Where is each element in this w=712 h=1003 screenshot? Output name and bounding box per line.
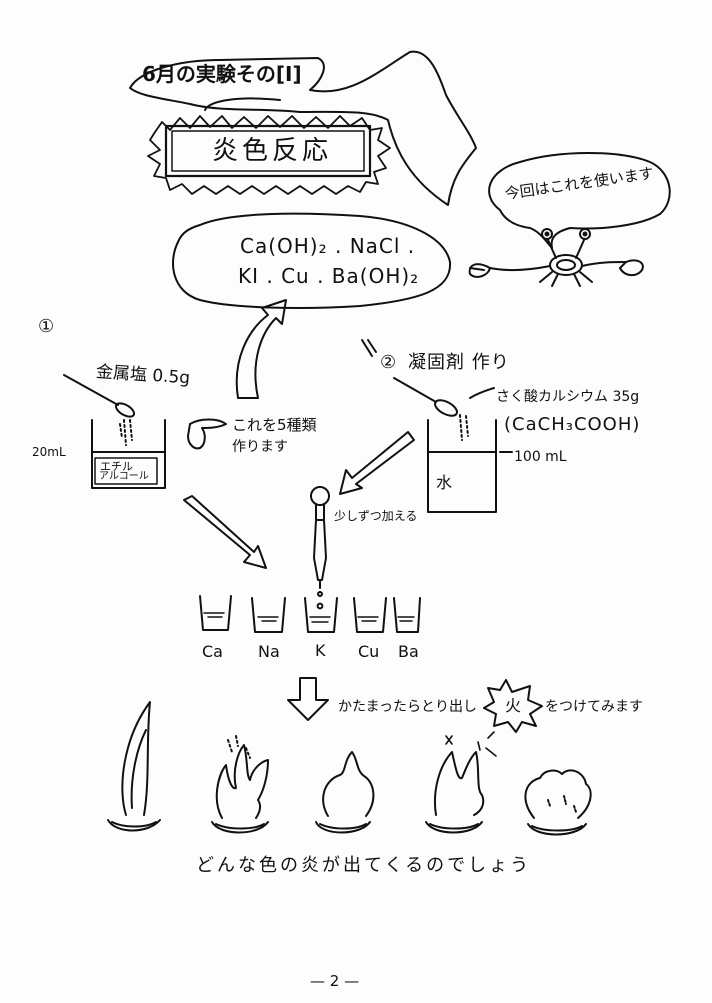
beaker-label-line-1: エチル (100, 460, 133, 473)
cup-label-cu: Cu (358, 642, 380, 661)
arrow-up-to-cloud (235, 299, 287, 399)
cup-label-ca: Ca (202, 642, 223, 661)
conclusion-text: どんな色の炎が出てくるのでしょう (196, 855, 532, 876)
step2-number: ② (380, 352, 397, 373)
cup-label-k: K (315, 641, 326, 660)
step2-title: 凝固剤 作り (408, 352, 510, 373)
step1-number: ① (38, 316, 55, 337)
dropper (310, 486, 330, 610)
crab-drawing (468, 228, 644, 287)
cup-label-ba: Ba (398, 642, 419, 661)
title-text: 炎色反応 (212, 136, 333, 166)
step2-reagent: さく酸カルシウム 35g (496, 389, 640, 405)
chemicals-line-1: Ca(OH)₂ . NaCl . (240, 234, 416, 258)
title-burst (147, 115, 391, 195)
title-box-outer (164, 124, 372, 178)
speech-bubble (488, 152, 671, 249)
dropper-note: 少しずつ加える (334, 509, 418, 523)
flame-k (315, 751, 375, 834)
cup-label-na: Na (258, 642, 280, 661)
step1-note-line-1: これを5種類 (232, 416, 317, 434)
page-number: — 2 — (310, 972, 360, 990)
step1-volume: 20mL (32, 445, 66, 459)
beaker-label-line-2: アルコール (99, 471, 149, 482)
flame-ba (524, 769, 592, 836)
fire-bubble (483, 679, 543, 733)
chemicals-cloud (172, 212, 452, 309)
arrow-to-cups (183, 495, 267, 569)
fire-word: 火 (505, 696, 522, 715)
flame-cu (425, 731, 497, 834)
step2-beaker (427, 419, 497, 513)
remove-note: かたまったらとり出し (338, 699, 478, 715)
chemicals-line-2: KI . Cu . Ba(OH)₂ (238, 264, 420, 288)
cups-row (199, 595, 421, 633)
step2-volume: 100 mL (514, 449, 567, 465)
ignite-note: をつけてみます (545, 699, 643, 715)
pointing-hand (187, 418, 227, 450)
step2-formula: (CaCH₃COOH) (504, 414, 641, 435)
step1-spoon (63, 374, 119, 406)
arrow-to-dropper (339, 431, 415, 495)
down-arrow (287, 677, 329, 721)
header-ribbon (129, 50, 477, 206)
step1-beaker (91, 419, 166, 489)
flame-na (211, 735, 269, 834)
flame-ca (107, 701, 161, 832)
experiment-title: 6月の実験その[I] (142, 62, 302, 86)
step1-note-line-2: 作ります (232, 439, 288, 455)
water-label: 水 (436, 473, 453, 492)
title-box-inner (171, 130, 365, 172)
step2-spoon (393, 377, 437, 403)
